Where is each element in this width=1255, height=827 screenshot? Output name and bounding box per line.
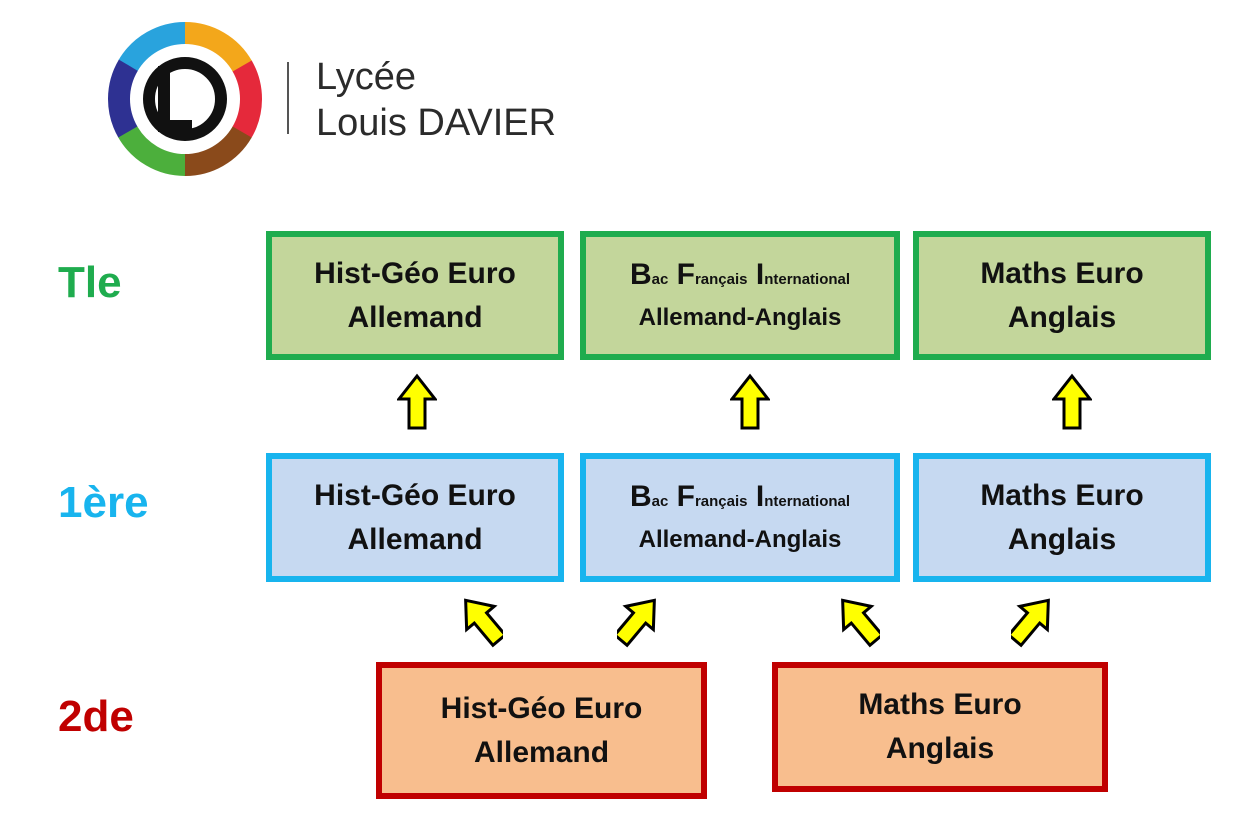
arrow-up-left-icon <box>464 598 503 648</box>
level-label-tle: Tle <box>58 258 122 307</box>
arrow-up-icon <box>730 373 770 430</box>
box-2de-maths: Maths Euro Anglais <box>772 662 1108 792</box>
arrow-up-icon <box>1052 373 1092 430</box>
header-separator <box>287 62 289 134</box>
box-1ere-maths: Maths Euro Anglais <box>913 453 1211 582</box>
box-2de-hist-geo: Hist-Géo Euro Allemand <box>376 662 707 799</box>
box-tle-bfi: Bac Français International Allemand-Angl… <box>580 231 900 360</box>
box-tle-maths: Maths Euro Anglais <box>913 231 1211 360</box>
arrow-up-right-icon <box>617 598 656 648</box>
school-name: Lycée Louis DAVIER <box>316 56 557 144</box>
arrow-up-right-icon <box>1011 598 1050 648</box>
arrow-up-left-icon <box>841 598 880 648</box>
bfi-title: Bac Français International <box>629 480 851 513</box>
lycee-logo-icon <box>108 22 262 176</box>
arrow-up-icon <box>397 373 437 430</box>
bfi-title: Bac Français International <box>629 258 851 291</box>
box-tle-hist-geo: Hist-Géo Euro Allemand <box>266 231 564 360</box>
box-1ere-bfi: Bac Français International Allemand-Angl… <box>580 453 900 582</box>
level-label-1ere: 1ère <box>58 478 149 527</box>
level-label-2de: 2de <box>58 692 134 741</box>
box-1ere-hist-geo: Hist-Géo Euro Allemand <box>266 453 564 582</box>
